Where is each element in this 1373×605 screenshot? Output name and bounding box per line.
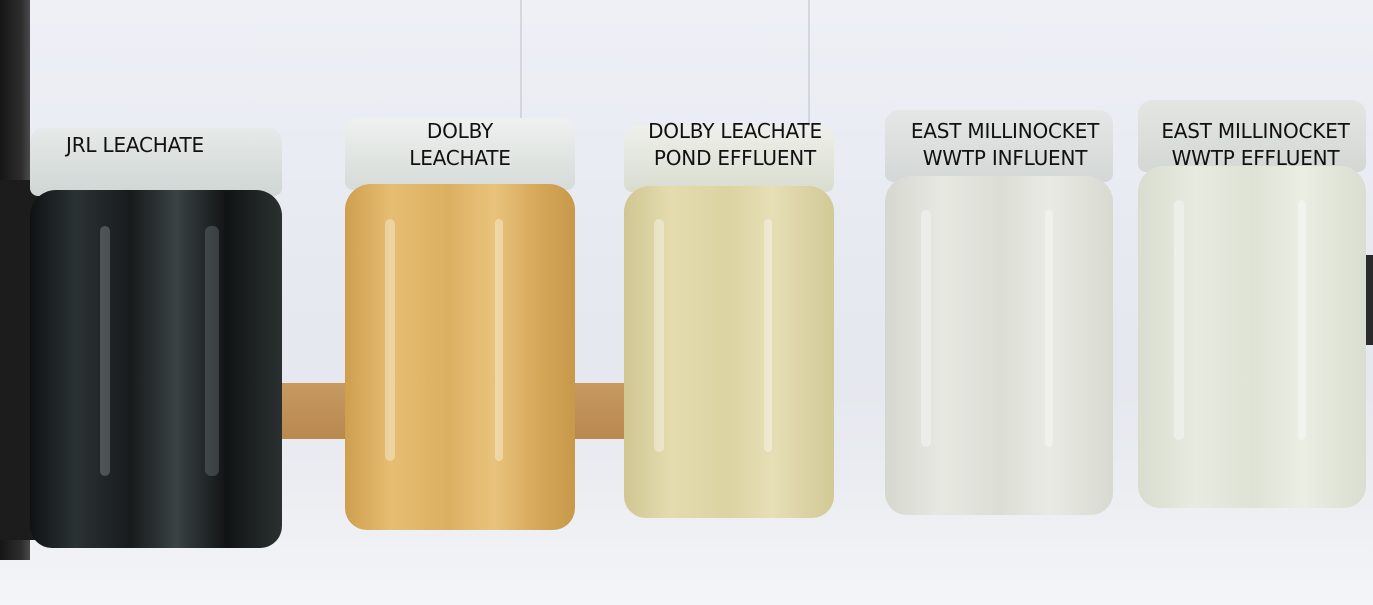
sample-label-dolby-pond-effluent: DOLBY LEACHATE POND EFFLUENT [620, 118, 850, 172]
jar-lid [30, 128, 282, 196]
sample-jar-wwtp-effluent [1138, 100, 1366, 508]
jar-lid [624, 126, 834, 192]
label-line: POND EFFLUENT [653, 146, 817, 170]
sample-label-wwtp-effluent: EAST MILLINOCKET WWTP EFFLUENT [1138, 118, 1373, 172]
label-line: JRL LEACHATE [66, 133, 204, 157]
label-line: WWTP INFLUENT [922, 146, 1088, 170]
sample-jar-dolby-pond-effluent [624, 126, 834, 518]
label-line: EAST MILLINOCKET [1161, 119, 1350, 143]
label-line: DOLBY [426, 119, 494, 143]
dark-edge-object [1366, 255, 1373, 345]
jar-liquid [1138, 166, 1366, 508]
label-line: WWTP EFFLUENT [1171, 146, 1340, 170]
jar-lid [1138, 100, 1366, 172]
sample-jar-jrl-leachate [30, 128, 282, 548]
jar-liquid [30, 190, 282, 548]
sample-label-dolby-leachate: DOLBY LEACHATE [360, 118, 560, 172]
label-line: EAST MILLINOCKET [910, 119, 1100, 143]
sample-jar-dolby-leachate [345, 118, 575, 530]
jar-lid [345, 118, 575, 190]
label-line: DOLBY LEACHATE [648, 119, 822, 143]
jar-liquid [624, 186, 834, 518]
jar-liquid [345, 184, 575, 530]
sample-jar-wwtp-influent [885, 110, 1113, 515]
sample-label-jrl-leachate: JRL LEACHATE [30, 132, 240, 159]
jar-liquid [885, 176, 1113, 515]
label-line: LEACHATE [409, 146, 511, 170]
sample-label-wwtp-influent: EAST MILLINOCKET WWTP INFLUENT [880, 118, 1130, 172]
jar-lid [885, 110, 1113, 182]
